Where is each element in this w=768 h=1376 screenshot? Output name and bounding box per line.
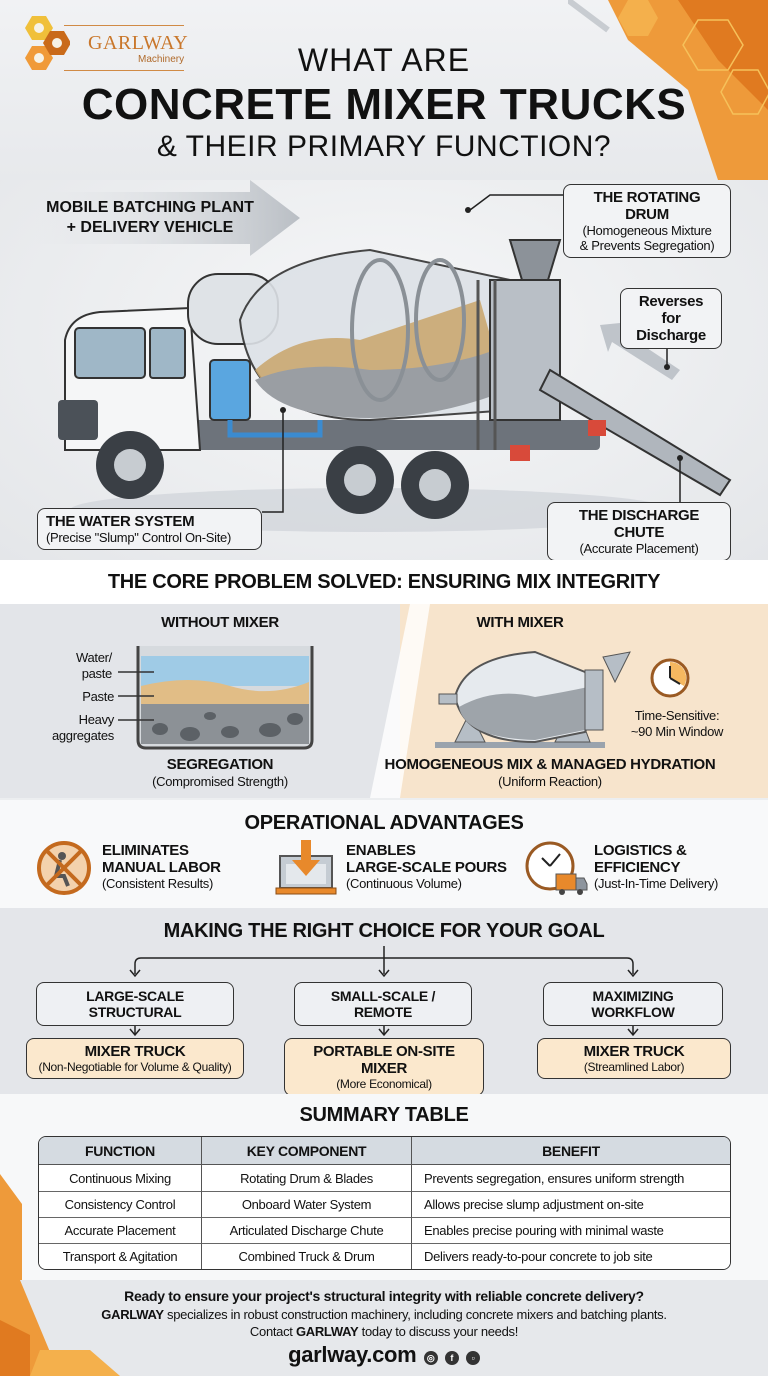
segregation-sub: (Compromised Strength) (152, 774, 288, 789)
cta-contact: Contact GARLWAY today to discuss your ne… (249, 1324, 519, 1339)
result-mixer-truck-workflow: MIXER TRUCK (Streamlined Labor) (537, 1038, 731, 1079)
arrow-banner-icon (10, 180, 300, 256)
hexagon-decoration-icon (568, 0, 768, 180)
goal-maximizing-workflow: MAXIMIZING WORKFLOW (543, 982, 723, 1026)
advantages-title: OPERATIONAL ADVANTAGES (244, 812, 524, 834)
right-choice-section: MAKING THE RIGHT CHOICE FOR YOUR GOAL LA… (0, 908, 768, 1096)
cell-component: Combined Truck & Drum (201, 1243, 411, 1269)
cell-function: Transport & Agitation (39, 1243, 201, 1269)
label-water-paste: Water/paste (75, 650, 112, 681)
callout-discharge-chute: THE DISCHARGE CHUTE (Accurate Placement) (547, 502, 731, 560)
label-leader-lines (118, 671, 154, 721)
table-header-row: FUNCTION KEY COMPONENT BENEFIT (39, 1137, 730, 1165)
choice-title: MAKING THE RIGHT CHOICE FOR YOUR GOAL (163, 920, 605, 942)
cell-benefit: Allows precise slump adjustment on-site (411, 1191, 730, 1217)
goal-large-scale-structural: LARGE-SCALE STRUCTURAL (36, 982, 234, 1026)
summary-section: SUMMARY TABLE FUNCTION KEY COMPONENT BEN… (0, 1094, 768, 1280)
col-benefit: BENEFIT (411, 1137, 730, 1165)
advantage-large-scale-pours: ENABLES LARGE-SCALE POURS (Continuous Vo… (274, 840, 507, 896)
hexagon-logo-icon (25, 16, 71, 70)
cell-benefit: Prevents segregation, ensures uniform st… (411, 1165, 730, 1191)
table-row: Consistency Control Onboard Water System… (39, 1191, 730, 1217)
cell-function: Continuous Mixing (39, 1165, 201, 1191)
footer-url-row: garlway.com ◎ f ▫ (0, 1342, 768, 1368)
col-key-component: KEY COMPONENT (201, 1137, 411, 1165)
cta-question: Ready to ensure your project's structura… (124, 1288, 644, 1304)
core-problem-header: THE CORE PROBLEM SOLVED: ENSURING MIX IN… (0, 560, 768, 604)
time-sensitive-note: Time-Sensitive:~90 Min Window (630, 708, 724, 739)
segregation-label: SEGREGATION (166, 756, 274, 773)
brand-logo[interactable]: GARLWAY Machinery (20, 12, 190, 82)
summary-title: SUMMARY TABLE (299, 1104, 469, 1126)
panel-divider (370, 604, 430, 798)
table-row: Continuous Mixing Rotating Drum & Blades… (39, 1165, 730, 1191)
cell-benefit: Enables precise pouring with minimal was… (411, 1217, 730, 1243)
no-manual-labor-icon (37, 841, 91, 895)
clock-truck-icon (525, 841, 588, 895)
facebook-icon[interactable]: f (444, 1350, 459, 1365)
arrow-banner-label: MOBILE BATCHING PLANT + DELIVERY VEHICLE (46, 199, 254, 236)
without-mixer-heading: WITHOUT MIXER (161, 614, 279, 631)
callout-leader-lines (262, 194, 683, 513)
cell-component: Articulated Discharge Chute (201, 1217, 411, 1243)
callout-water-system: THE WATER SYSTEM (Precise "Slump" Contro… (37, 508, 262, 550)
with-mixer-heading: WITH MIXER (476, 614, 564, 631)
label-paste: Paste (82, 689, 114, 704)
title-line-1: WHAT ARE (297, 42, 471, 78)
truck-illustration-section: MOBILE BATCHING PLANT + DELIVERY VEHICLE (0, 180, 768, 560)
youtube-icon[interactable]: ▫ (465, 1350, 480, 1365)
footer-cta: Ready to ensure your project's structura… (0, 1280, 768, 1376)
title-line-3: & THEIR PRIMARY FUNCTION? (156, 130, 612, 163)
core-problem-title: THE CORE PROBLEM SOLVED: ENSURING MIX IN… (107, 571, 661, 593)
col-function: FUNCTION (39, 1137, 201, 1165)
cell-component: Rotating Drum & Blades (201, 1165, 411, 1191)
operational-advantages-section: OPERATIONAL ADVANTAGES ELIMINATES MANUAL… (0, 800, 768, 908)
result-portable-mixer: PORTABLE ON-SITE MIXER (More Economical) (284, 1038, 484, 1096)
cell-function: Accurate Placement (39, 1217, 201, 1243)
clock-icon (650, 658, 690, 698)
brand-tagline: Machinery (138, 54, 185, 65)
cell-benefit: Delivers ready-to-pour concrete to job s… (411, 1243, 730, 1269)
portable-mixer-icon (435, 650, 631, 748)
hexagon-decoration-footer-icon (0, 1280, 120, 1376)
brand-name: GARLWAY (88, 32, 189, 54)
cta-description: GARLWAY specializes in robust constructi… (101, 1307, 667, 1322)
advantage-logistics: LOGISTICS & EFFICIENCY (Just-In-Time Del… (524, 840, 754, 896)
instagram-icon[interactable]: ◎ (423, 1350, 438, 1365)
summary-table: FUNCTION KEY COMPONENT BENEFIT Continuou… (38, 1136, 731, 1270)
hexagon-decoration-left-icon (0, 1174, 22, 1280)
table-row: Transport & Agitation Combined Truck & D… (39, 1243, 730, 1269)
cell-component: Onboard Water System (201, 1191, 411, 1217)
table-row: Accurate Placement Articulated Discharge… (39, 1217, 730, 1243)
result-mixer-truck-structural: MIXER TRUCK (Non-Negotiable for Volume &… (26, 1038, 244, 1079)
website-link[interactable]: garlway.com (288, 1342, 417, 1367)
callout-rotating-drum: THE ROTATING DRUM (Homogeneous Mixture &… (563, 184, 731, 258)
cell-function: Consistency Control (39, 1191, 201, 1217)
homogeneous-mix-label: HOMOGENEOUS MIX & MANAGED HYDRATION (384, 756, 716, 773)
callout-reverses-discharge: Reverses for Discharge (620, 288, 722, 349)
advantage-manual-labor: ELIMINATES MANUAL LABOR (Consistent Resu… (36, 840, 246, 896)
pour-icon (275, 840, 337, 895)
page-title: CONCRETE MIXER TRUCKS (81, 80, 687, 129)
segregated-container-icon (136, 646, 314, 750)
goal-small-scale-remote: SMALL-SCALE / REMOTE (294, 982, 472, 1026)
homogeneous-mix-sub: (Uniform Reaction) (498, 774, 602, 789)
header: GARLWAY Machinery WHAT ARE CONCRETE MIXE… (0, 0, 768, 180)
